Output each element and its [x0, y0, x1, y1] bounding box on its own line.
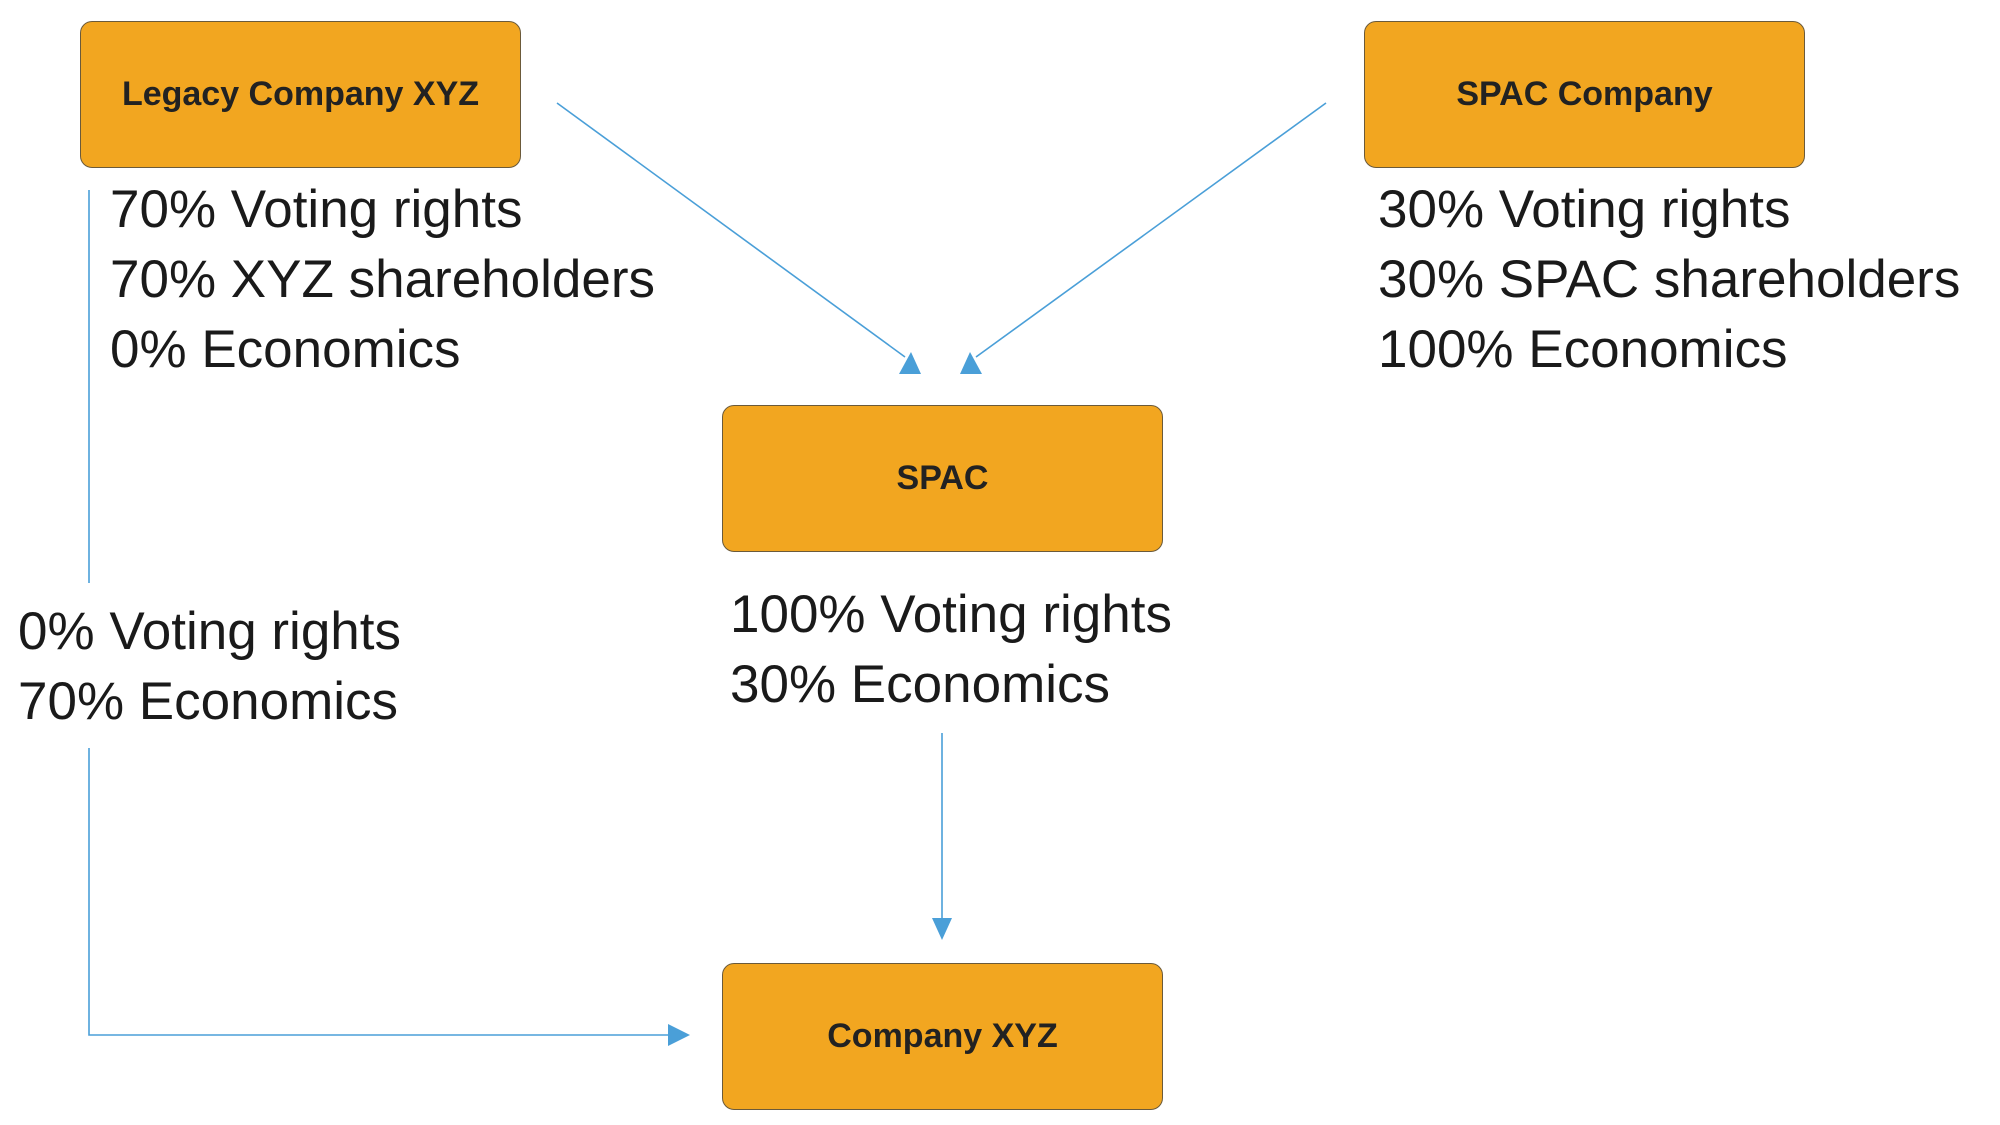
node-label: Company XYZ: [827, 1017, 1058, 1055]
annotation-legacy-to-company: 0% Voting rights 70% Economics: [18, 597, 401, 737]
annotation-spac-company: 30% Voting rights 30% SPAC shareholders …: [1378, 175, 1960, 385]
annotation-line: 70% Economics: [18, 672, 399, 731]
annotation-line: 30% SPAC shareholders: [1378, 250, 1961, 309]
node-label: Legacy Company XYZ: [121, 75, 480, 113]
edge-spac-company-to-spac: [975, 102, 1327, 358]
annotation-line: 0% Voting rights: [18, 602, 402, 661]
arrowhead-spac-to-company-xyz: [932, 918, 952, 940]
annotation-line: 100% Voting rights: [730, 585, 1172, 644]
annotation-line: 100% Economics: [1378, 320, 1788, 379]
edge-legacy-to-company-xyz-lower: [88, 748, 670, 1036]
node-spac: SPAC: [722, 405, 1163, 552]
node-company-xyz: Company XYZ: [722, 963, 1163, 1110]
arrowhead-spac-company-to-spac: [960, 352, 982, 374]
annotation-line: 70% XYZ shareholders: [110, 250, 656, 309]
annotation-line: 30% Voting rights: [1378, 180, 1791, 239]
annotation-line: 70% Voting rights: [110, 180, 523, 239]
node-legacy-company-xyz: Legacy Company XYZ: [80, 21, 521, 168]
node-label: SPAC: [896, 459, 989, 497]
annotation-legacy: 70% Voting rights 70% XYZ shareholders 0…: [110, 175, 655, 385]
edge-legacy-to-spac: [556, 102, 906, 358]
annotation-line: 30% Economics: [730, 655, 1111, 714]
node-spac-company: SPAC Company: [1364, 21, 1805, 168]
arrowhead-legacy-to-company-xyz: [668, 1024, 690, 1046]
annotation-line: 0% Economics: [110, 320, 461, 379]
arrowhead-legacy-to-spac: [899, 352, 921, 374]
node-label: SPAC Company: [1456, 75, 1713, 113]
annotation-spac: 100% Voting rights 30% Economics: [730, 580, 1172, 720]
